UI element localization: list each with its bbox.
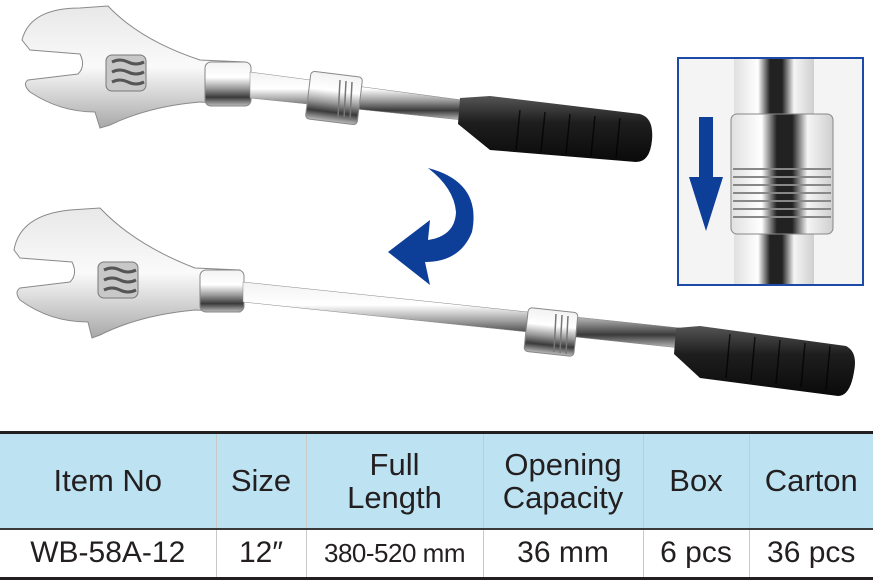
header-size: Size	[215, 432, 306, 529]
header-box: Box	[642, 432, 749, 529]
cell-box: 6 pcs	[642, 528, 749, 579]
curved-arrow-icon	[388, 168, 474, 285]
table-row: WB-58A-12 12″ 380-520 mm 36 mm 6 pcs 36 …	[0, 528, 873, 579]
wrench-extended	[13, 207, 855, 396]
cell-full-length: 380-520 mm	[305, 528, 483, 579]
header-carton: Carton	[748, 432, 873, 529]
product-illustration	[13, 5, 864, 396]
wrench-retracted	[21, 5, 653, 162]
down-arrow-icon	[689, 117, 723, 231]
cell-carton: 36 pcs	[748, 528, 873, 579]
collar-closeup-inset	[677, 57, 864, 286]
cell-item-no: WB-58A-12	[30, 536, 186, 570]
cell-size: 12″	[215, 528, 306, 579]
header-item-no: Item No	[53, 463, 163, 499]
cell-opening-capacity: 36 mm	[482, 528, 643, 579]
